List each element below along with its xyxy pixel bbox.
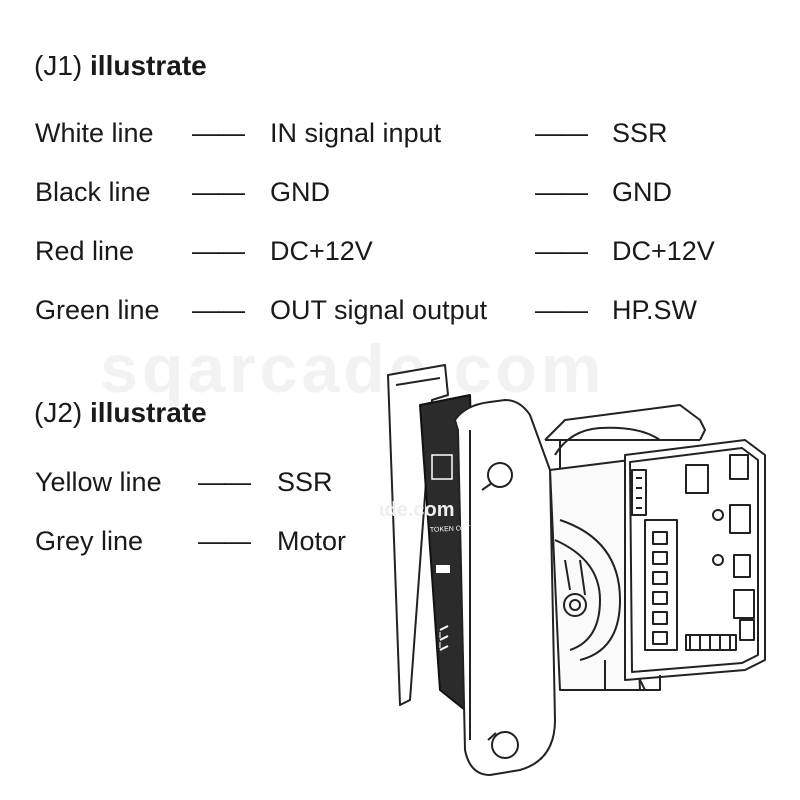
connector-dash: —— (535, 118, 588, 148)
coin-acceptor-illustration: TOKEN OUTLET sqarcade.com (380, 364, 766, 776)
j2-row-yellow: Yellow line —— SSR (0, 467, 800, 507)
wire-label: Grey line (35, 526, 144, 556)
wire-label: White line (35, 118, 154, 148)
connector-dash: —— (192, 236, 245, 266)
j1-row-red: Red line —— DC+12V —— DC+12V (0, 236, 800, 276)
connector-dash: —— (535, 295, 588, 325)
signal-label: IN signal input (270, 118, 442, 148)
j1-row-green: Green line —— OUT signal output —— HP.SW (0, 295, 800, 335)
signal-label: GND (270, 177, 330, 207)
j1-heading: (J1) illustrate (34, 50, 207, 82)
connector-dash: —— (192, 118, 245, 148)
j2-heading: (J2) illustrate (34, 397, 207, 429)
connector-dash: —— (535, 236, 588, 266)
j1-heading-text: illustrate (90, 50, 207, 81)
connector-dash: —— (192, 295, 245, 325)
connector-dash: —— (198, 526, 251, 556)
j2-row-grey: Grey line —— Motor (0, 526, 800, 566)
j1-row-black: Black line —— GND —— GND (0, 177, 800, 217)
wire-label: Black line (35, 177, 151, 207)
connector-dash: —— (192, 177, 245, 207)
target-label: DC+12V (612, 236, 715, 266)
wire-label: Green line (35, 295, 160, 325)
target-label: HP.SW (612, 295, 698, 325)
target-label: SSR (277, 467, 333, 497)
target-label: GND (612, 177, 672, 207)
faceplate-label: TOKEN OUTLET (430, 524, 485, 534)
j2-heading-text: illustrate (90, 397, 207, 428)
signal-label: OUT signal output (270, 295, 488, 325)
wire-label: Yellow line (35, 467, 162, 497)
signal-label: DC+12V (270, 236, 373, 266)
connector-dash: —— (535, 177, 588, 207)
connector-dash: —— (198, 467, 251, 497)
target-label: Motor (277, 526, 347, 556)
j1-heading-label: (J1) (34, 50, 83, 81)
small-watermark: sqarcade.com (380, 499, 455, 521)
watermark-text: sqarcade.com (100, 331, 606, 407)
j2-heading-label: (J2) (34, 397, 83, 428)
j1-row-white: White line —— IN signal input —— SSR (0, 118, 800, 158)
target-label: SSR (612, 118, 668, 148)
wire-label: Red line (35, 236, 135, 266)
